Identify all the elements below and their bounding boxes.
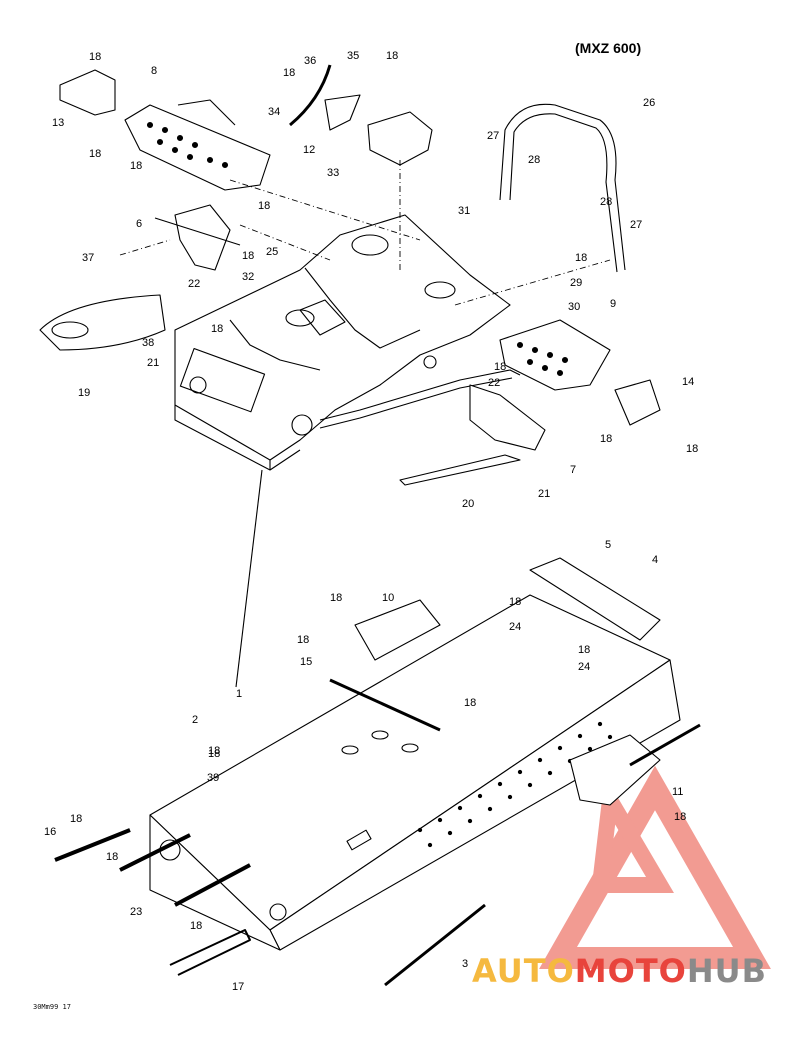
protector-plate	[39, 294, 166, 351]
steering-support	[154, 204, 241, 271]
watermark-moto: MOTO	[574, 952, 687, 990]
callout-c14: 14	[682, 376, 694, 388]
bracket-11	[569, 734, 661, 806]
callout-c8: 8	[151, 65, 157, 77]
callout-c18s: 18	[70, 813, 82, 825]
bracket-33	[367, 111, 433, 166]
callout-c37: 37	[82, 252, 94, 264]
callout-labels: 1234567891011121314151617192021212222232…	[44, 50, 698, 993]
callout-c22b: 22	[488, 377, 500, 389]
watermark-auto: AUTO	[472, 952, 575, 990]
rail-15	[329, 678, 441, 732]
callout-c24b: 24	[578, 661, 590, 673]
watermark-logo	[539, 765, 771, 969]
model-title: (MXZ 600)	[575, 40, 642, 56]
callout-c18w: 18	[208, 745, 220, 757]
drawing-code: 30Mm99 17	[33, 1003, 71, 1011]
callout-c32: 32	[242, 271, 254, 283]
callout-c25: 25	[266, 246, 278, 258]
bracket-10	[354, 599, 441, 661]
callout-c28b: 28	[600, 196, 612, 208]
steering-loop	[499, 103, 626, 273]
callout-c36: 36	[304, 55, 316, 67]
callout-c10: 10	[382, 592, 394, 604]
rail-20	[399, 454, 521, 486]
callout-c33: 33	[327, 167, 339, 179]
callout-c18n: 18	[509, 596, 521, 608]
callout-c6: 6	[136, 218, 142, 230]
rod-3	[384, 903, 486, 987]
callout-c16: 16	[44, 826, 56, 838]
callout-c20: 20	[462, 498, 474, 510]
callout-c30: 30	[568, 301, 580, 313]
callout-c18r: 18	[208, 748, 220, 760]
callout-c24a: 24	[509, 621, 521, 633]
callout-c18q: 18	[464, 697, 476, 709]
callout-c18v: 18	[190, 920, 202, 932]
watermark-text: AUTOMOTOHUB	[472, 952, 767, 990]
callout-c18i: 18	[575, 252, 587, 264]
angle-17	[169, 929, 251, 976]
callout-c12: 12	[303, 144, 315, 156]
slider-16	[54, 828, 131, 862]
callout-c18f: 18	[258, 200, 270, 212]
callout-c18k: 18	[600, 433, 612, 445]
callout-c22a: 22	[188, 278, 200, 290]
callout-c5: 5	[605, 539, 611, 551]
callout-c11: 11	[672, 786, 683, 798]
callout-c18d: 18	[89, 148, 101, 160]
callout-c27b: 27	[630, 219, 642, 231]
callout-c18t: 18	[106, 851, 118, 863]
callout-c17: 17	[232, 981, 244, 993]
callout-c18a: 18	[89, 51, 101, 63]
callout-c18u: 18	[674, 811, 686, 823]
callout-c18e: 18	[130, 160, 142, 172]
callout-c18p: 18	[578, 644, 590, 656]
callout-c34: 34	[268, 106, 280, 118]
callout-c9: 9	[610, 298, 616, 310]
callout-c39: 39	[207, 772, 219, 784]
reinforcement-4	[529, 557, 661, 641]
callout-c18b: 18	[283, 67, 295, 79]
callout-c27a: 27	[487, 130, 499, 142]
callout-c38: 38	[142, 337, 154, 349]
callout-c1: 1	[236, 688, 242, 700]
footrest-bracket-left	[59, 69, 271, 191]
callout-c21b: 21	[538, 488, 550, 500]
callout-c29: 29	[570, 277, 582, 289]
callout-c18g: 18	[242, 250, 254, 262]
callout-c31: 31	[458, 205, 470, 217]
slider-23a	[119, 833, 191, 872]
callout-c28a: 28	[528, 154, 540, 166]
callout-c21a: 21	[147, 357, 159, 369]
callout-c18o: 18	[297, 634, 309, 646]
callout-c4: 4	[652, 554, 658, 566]
callout-c13: 13	[52, 117, 64, 129]
upper-frame	[174, 214, 521, 471]
watermark-hub: HUB	[686, 952, 768, 990]
callout-c7: 7	[570, 464, 576, 476]
callout-c19: 19	[78, 387, 90, 399]
part-35	[324, 94, 361, 131]
callout-c26: 26	[643, 97, 655, 109]
callout-c3: 3	[462, 958, 468, 970]
callout-c18c: 18	[386, 50, 398, 62]
support-7	[469, 384, 546, 451]
bracket-14	[614, 379, 661, 426]
callout-c18j: 18	[494, 361, 506, 373]
callout-c18h: 18	[211, 323, 223, 335]
callout-c18l: 18	[686, 443, 698, 455]
slider-23b	[174, 863, 251, 907]
callout-c15: 15	[300, 656, 312, 668]
callout-c35: 35	[347, 50, 359, 62]
cable-34	[289, 64, 332, 127]
callout-c2: 2	[192, 714, 198, 726]
callout-c23: 23	[130, 906, 142, 918]
footrest-bracket-right	[499, 319, 611, 391]
callout-c18m: 18	[330, 592, 342, 604]
